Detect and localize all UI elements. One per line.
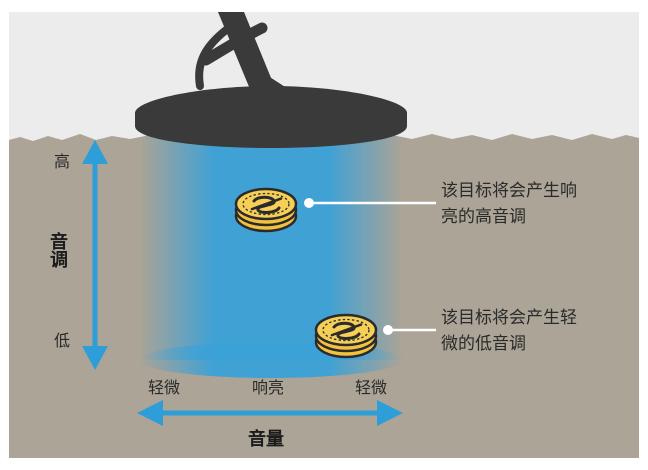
pitch-axis-arrow — [82, 140, 108, 370]
volume-label-left: 轻微 — [148, 378, 181, 397]
volume-label-center: 响亮 — [252, 378, 285, 397]
low-target-callout: 该目标将会产生轻 微的低音调 — [441, 305, 577, 357]
dollar-coin-stack-icon — [314, 313, 378, 359]
high-target-callout-line1: 该目标将会产生响 — [441, 181, 577, 201]
pitch-high-label: 高 — [51, 153, 70, 169]
volume-axis-arrow — [137, 400, 403, 426]
callout-leader-low — [383, 325, 436, 335]
low-target-callout-line2: 微的低音调 — [441, 334, 526, 354]
pitch-low-label: 低 — [51, 332, 70, 348]
high-target-callout-line2: 亮的高音调 — [441, 207, 526, 227]
volume-axis-title: 音量 — [248, 429, 284, 450]
callout-leader-high — [304, 198, 436, 208]
low-target-callout-line1: 该目标将会产生轻 — [441, 308, 577, 328]
metal-detector-coil-icon — [135, 12, 407, 148]
volume-label-right: 轻微 — [355, 378, 388, 397]
pitch-axis-title: 音调 — [47, 232, 68, 268]
high-target-callout: 该目标将会产生响 亮的高音调 — [441, 178, 577, 230]
dollar-coin-stack-icon — [234, 187, 298, 233]
